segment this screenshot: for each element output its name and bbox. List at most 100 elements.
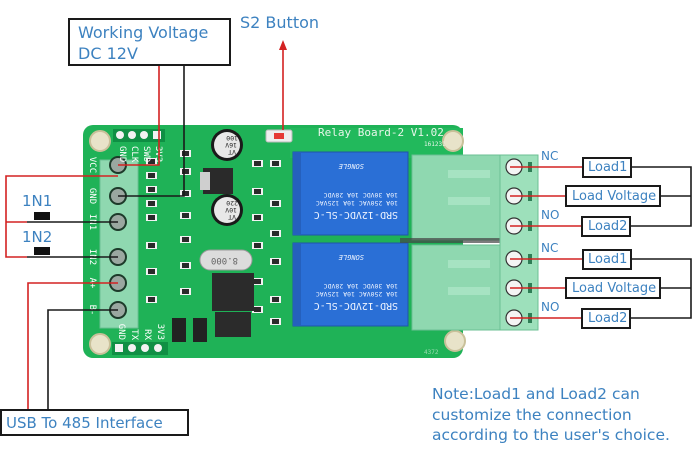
mounting-hole [444, 330, 466, 352]
smd-part [272, 231, 279, 236]
diode [193, 318, 207, 342]
diode [172, 318, 186, 342]
smd-part [148, 243, 155, 248]
switch-in2-icon [34, 247, 50, 255]
board-footer-code: 4372 [424, 349, 439, 356]
relay2-load2-box: Load2 [581, 308, 631, 329]
output-terminal-block-2 [411, 244, 501, 331]
cap2-value: 220 [226, 199, 238, 207]
top-header-label: GND [117, 146, 127, 162]
mounting-hole [89, 333, 111, 355]
cap1-value: 100 [226, 134, 238, 142]
output-terminal-block-1 [411, 154, 501, 241]
smd-part [254, 279, 261, 284]
wire-vcc [118, 66, 160, 166]
relay1-model: SRD-12VDC-SL-C [314, 209, 398, 220]
smd-part [148, 173, 155, 178]
relay1-no-label: NO [541, 208, 560, 222]
s2-button-label: S2 Button [240, 13, 320, 32]
mounting-holes [89, 130, 466, 355]
smd-part [148, 269, 155, 274]
relay2-rating-2: 10A 30VDC 10A 28VDC [324, 282, 398, 290]
cap1-voltage: 16V [225, 141, 237, 149]
wire-485-a [27, 282, 118, 410]
smd-components [146, 150, 281, 325]
smd-part [182, 169, 189, 174]
smd-part [254, 307, 261, 312]
relay1-brand: SONGLE [338, 162, 364, 170]
smd-part [182, 263, 189, 268]
relay-1 [292, 151, 409, 236]
board-code: 161231 [424, 141, 446, 148]
bottom-header-label: TX [129, 329, 139, 340]
cap2-series: VT [228, 213, 236, 221]
cap1-series: VT [228, 148, 236, 156]
working-voltage-line1: Working Voltage [78, 23, 209, 42]
relay1-load1-box: Load1 [582, 157, 632, 178]
bottom-header-label: GND [116, 324, 126, 340]
smd-part [272, 297, 279, 302]
smd-part [182, 213, 189, 218]
microcontroller-ic [212, 273, 254, 311]
bottom-header [112, 342, 168, 355]
relay2-nc-label: NC [541, 241, 559, 255]
smd-part [148, 159, 155, 164]
relay2-load-voltage-box: Load Voltage [565, 277, 661, 299]
smd-part [254, 161, 261, 166]
pcb-board: Relay Board-2 V1.02 161231 4372 8.000 VT… [83, 125, 539, 358]
smd-part [148, 215, 155, 220]
terminal-gap [400, 238, 520, 243]
bottom-header-label: 3V3 [155, 324, 165, 340]
smd-part [254, 243, 261, 248]
smd-part [182, 237, 189, 242]
note-line-1: Note:Load1 and Load2 can [432, 385, 640, 403]
mounting-hole [89, 130, 111, 152]
smd-part [148, 187, 155, 192]
smd-part [182, 289, 189, 294]
note-line-3: according to the user's choice. [432, 426, 670, 444]
rs485-ic [215, 312, 251, 337]
smd-part [272, 201, 279, 206]
working-voltage-callout: Working Voltage DC 12V [68, 18, 231, 66]
relay1-rating-2: 10A 30VDC 10A 28VDC [324, 191, 398, 199]
capacitor-220uf [211, 194, 243, 226]
relay-2 [292, 242, 409, 327]
crystal-label: 8.000 [211, 255, 238, 265]
relay2-brand: SONGLE [338, 253, 364, 261]
wire-in-common [5, 175, 118, 258]
smd-part [254, 215, 261, 220]
usb-485-callout: USB To 485 Interface [0, 409, 189, 436]
board-title: Relay Board-2 V1.02 [318, 126, 444, 139]
smd-part [272, 319, 279, 324]
smd-part [272, 161, 279, 166]
mounting-hole [442, 130, 464, 152]
relay2-model: SRD-12VDC-SL-C [314, 300, 398, 311]
switch-in2 [27, 247, 57, 258]
in2-label: 1N2 [22, 228, 53, 246]
top-header-label: CLK [129, 146, 139, 163]
relay1-rating-1: 10A 250VAC 10A 125VAC [316, 199, 398, 207]
input-terminal-label: GND [87, 188, 97, 204]
relay2-rating-1: 10A 250VAC 10A 125VAC [316, 290, 398, 298]
output-screw-strip [499, 154, 539, 331]
smd-part [182, 151, 189, 156]
relay1-nc-label: NC [541, 149, 559, 163]
switch-in1-icon [34, 212, 50, 220]
wire-gnd [118, 66, 185, 197]
crystal-oscillator [199, 249, 253, 271]
top-header-label: SWD [141, 146, 151, 162]
note-line-2: customize the connection [432, 405, 632, 424]
smd-part [148, 201, 155, 206]
relay1-load2-box: Load2 [581, 216, 631, 237]
top-header [113, 129, 165, 142]
bottom-header-label: RX [142, 329, 152, 340]
wires [5, 40, 692, 410]
input-terminal-label: VCC [87, 157, 97, 173]
cap2-voltage: 10V [225, 206, 237, 214]
top-header-label: 3V3 [153, 146, 163, 162]
s2-arrow-head [279, 40, 287, 50]
